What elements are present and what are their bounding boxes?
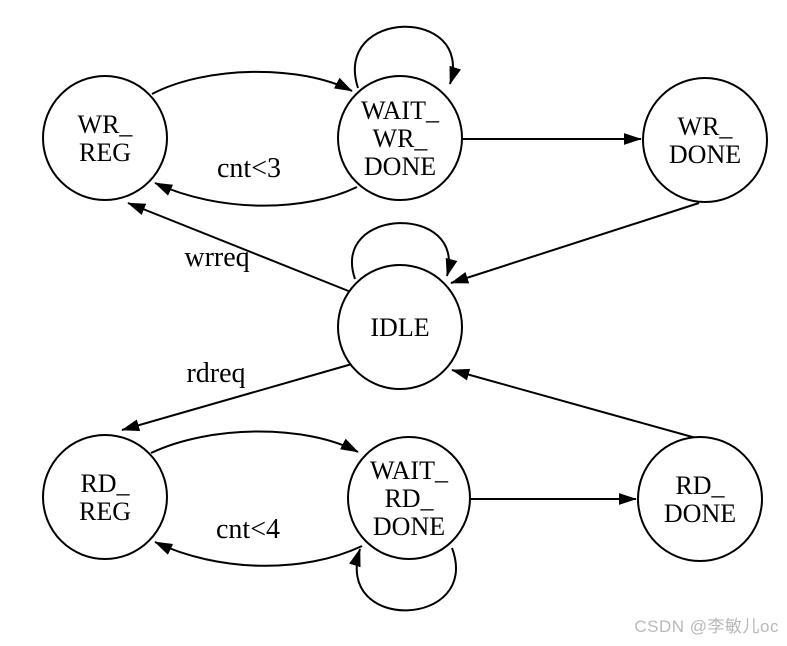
transition-wait-wr-done-to-wr-reg bbox=[154, 182, 358, 207]
state-idle: IDLE bbox=[337, 264, 463, 390]
state-wait-rd-done: WAIT_RD_DONE bbox=[347, 436, 471, 560]
state-label-rd-done: RD_DONE bbox=[664, 471, 736, 528]
transition-rd-done-to-idle bbox=[451, 368, 697, 439]
state-circle-idle bbox=[337, 264, 463, 390]
state-circle-wait-rd-done bbox=[347, 436, 471, 560]
transition-idle-to-wr-reg bbox=[127, 202, 352, 293]
state-wr-done: WR_DONE bbox=[642, 77, 768, 203]
transition-idle-to-idle bbox=[351, 222, 458, 280]
state-circle-wait-wr-done bbox=[337, 75, 463, 201]
state-wait-wr-done: WAIT_WR_DONE bbox=[337, 75, 463, 201]
state-label-wr-done: WR_DONE bbox=[669, 112, 741, 169]
transition-rd-reg-to-wait-rd-done bbox=[150, 430, 359, 454]
transition-wait-wr-done-to-wait-wr-done bbox=[354, 25, 461, 89]
state-label-wr-reg: WR_REG bbox=[78, 110, 134, 167]
transition-label-wait-rd-done-to-rd-reg: cnt<4 bbox=[216, 514, 280, 545]
transition-wr-reg-to-wait-wr-done bbox=[151, 70, 353, 95]
transition-wait-rd-done-to-rd-reg bbox=[154, 541, 363, 567]
transition-label-idle-to-rd-reg: rdreq bbox=[186, 358, 245, 389]
state-circle-rd-done bbox=[637, 436, 763, 562]
transition-label-wait-wr-done-to-wr-reg: cnt<3 bbox=[217, 153, 281, 184]
state-label-idle: IDLE bbox=[370, 313, 429, 342]
state-label-wait-wr-done: WAIT_WR_DONE bbox=[361, 96, 440, 181]
state-circle-wr-done bbox=[642, 77, 768, 203]
transition-wr-done-to-idle bbox=[450, 202, 700, 284]
watermark: CSDN @李敏儿oc bbox=[634, 617, 779, 636]
state-circle-rd-reg bbox=[42, 434, 168, 560]
state-label-rd-reg: RD_REG bbox=[79, 469, 131, 526]
transition-label-idle-to-wr-reg: wrreq bbox=[184, 242, 249, 273]
state-label-wait-rd-done: WAIT_RD_DONE bbox=[370, 456, 449, 541]
state-rd-done: RD_DONE bbox=[637, 436, 763, 562]
state-circle-wr-reg bbox=[42, 75, 168, 201]
state-wr-reg: WR_REG bbox=[42, 75, 168, 201]
transition-idle-to-rd-reg bbox=[121, 363, 353, 432]
state-rd-reg: RD_REG bbox=[42, 434, 168, 560]
transition-wait-rd-done-to-wait-rd-done bbox=[349, 547, 457, 612]
